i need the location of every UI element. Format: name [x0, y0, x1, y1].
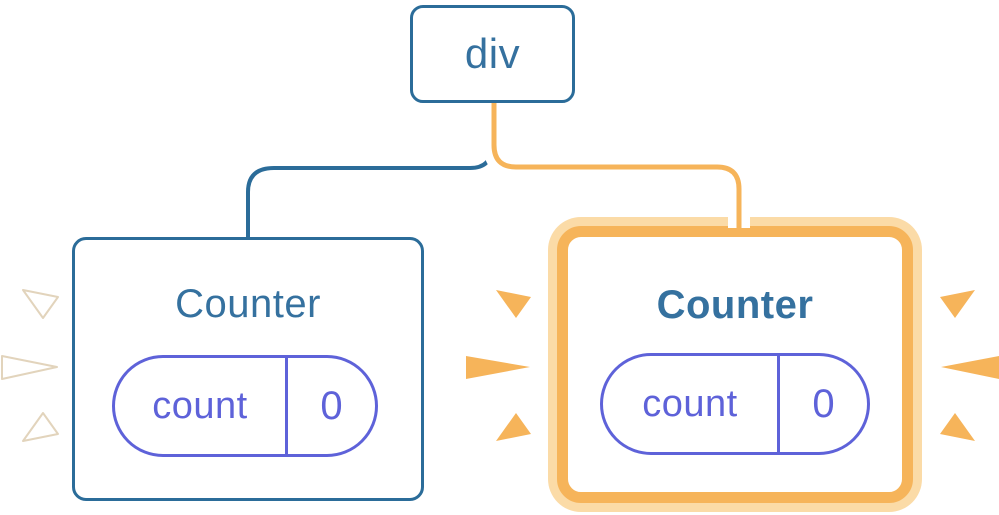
counter-left-state-pill: count 0	[112, 355, 378, 457]
burst-ray-icon	[1, 355, 58, 380]
node-div-label: div	[464, 30, 521, 77]
state-key-label: count	[152, 384, 248, 427]
connector-blue-line	[246, 98, 494, 244]
node-counter-right: Counter count 0	[557, 226, 913, 503]
counter-right-state-pill: count 0	[600, 353, 870, 455]
orange-burst-rays-icon	[466, 290, 531, 441]
burst-ray-icon	[22, 412, 59, 442]
state-value-label: 0	[285, 358, 375, 454]
burst-ray-icon	[940, 413, 975, 441]
connector-highlight-line	[491, 103, 742, 233]
counter-right-label: Counter	[656, 283, 814, 327]
burst-ray-icon	[22, 289, 59, 319]
node-counter-left: Counter count 0	[72, 237, 424, 501]
counter-left-label: Counter	[175, 282, 321, 326]
state-value-label: 0	[777, 356, 867, 452]
burst-ray-icon	[466, 356, 530, 379]
burst-ray-icon	[496, 290, 531, 318]
white-burst-rays-icon	[1, 289, 59, 442]
burst-ray-icon	[940, 290, 975, 318]
burst-ray-icon	[941, 356, 999, 379]
connector-highlight-casing	[483, 103, 750, 228]
node-div: div	[410, 5, 575, 103]
orange-burst-rays-icon	[940, 290, 999, 441]
burst-ray-icon	[496, 413, 531, 441]
state-key-label: count	[642, 382, 738, 425]
